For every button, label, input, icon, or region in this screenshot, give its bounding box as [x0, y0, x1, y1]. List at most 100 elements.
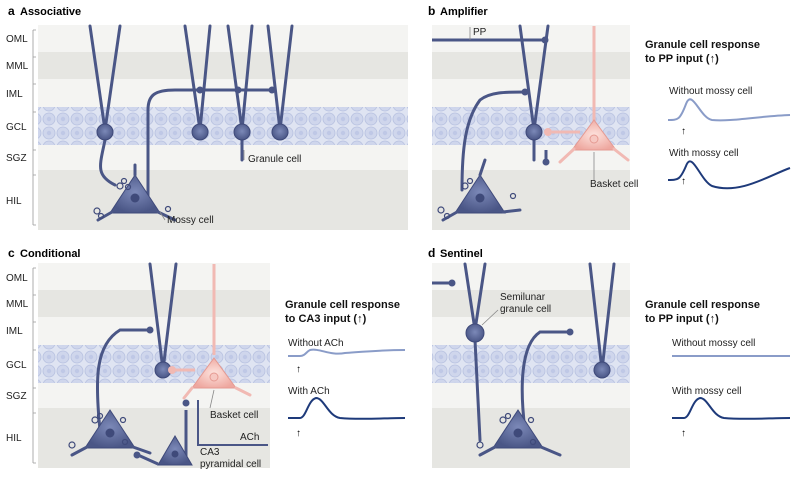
- layer-label-mml: MML: [6, 61, 29, 72]
- leader-line: [159, 211, 166, 221]
- synapse-dot: [448, 279, 456, 287]
- arrow-up-icon: ↑: [681, 126, 686, 137]
- band-oml: [38, 25, 408, 52]
- mossy-axon-c: [95, 328, 152, 432]
- layer-bracket: [32, 29, 36, 226]
- synapse-dot: [566, 328, 574, 336]
- layer-label-oml: OML: [6, 273, 28, 284]
- label-basket-cell-b: Basket cell: [590, 179, 638, 190]
- granule-soma-d: [593, 361, 611, 379]
- granule-cell-d: [588, 262, 616, 372]
- panel-d-title: Sentinel: [440, 248, 483, 260]
- resp-d-with: With mossy cell: [672, 386, 741, 397]
- arrow-up-icon: ↑: [296, 364, 301, 375]
- resp-c-with: With ACh: [288, 386, 330, 397]
- band-sgz: [38, 145, 408, 170]
- mossy-cell-c: [68, 409, 152, 457]
- layer-label-iml: IML: [6, 326, 23, 337]
- layer-label-hil: HIL: [6, 196, 22, 207]
- arrow-up-icon: ↑: [681, 176, 686, 187]
- band-mml: [38, 52, 408, 79]
- resp-b-title-1: Granule cell response: [645, 39, 760, 51]
- panel-d: d Sentinel Semilunar granule cell: [428, 246, 791, 468]
- panel-b-letter: b: [428, 4, 435, 18]
- layer-label-sgz: SGZ: [6, 153, 27, 164]
- band-oml: [432, 263, 630, 290]
- granule-soma-a1: [96, 123, 114, 141]
- mossy-axon-a: [146, 88, 274, 202]
- granule-soma-a2: [191, 123, 209, 141]
- ca3-pyramidal-cell: [133, 435, 193, 466]
- synapse-dot: [182, 399, 190, 407]
- resp-c-title-2: to CA3 input (↑): [285, 313, 367, 325]
- granule-cell-a3: [226, 24, 254, 162]
- label-semilunar-1: Semilunar: [500, 292, 546, 303]
- label-semilunar-2: granule cell: [500, 304, 551, 315]
- resp-d-title-2: to PP input (↑): [645, 313, 719, 325]
- basket-cell-b: [544, 26, 630, 164]
- synapse-dot: [146, 326, 154, 334]
- mossy-cell-b: [437, 158, 522, 222]
- label-ca3-1: CA3: [200, 447, 220, 458]
- resp-d-without: Without mossy cell: [672, 338, 755, 349]
- resp-b-without: Without mossy cell: [669, 86, 752, 97]
- label-mossy-cell: Mossy cell: [167, 215, 214, 226]
- trace-without-b: [667, 98, 791, 122]
- granule-soma-a3: [233, 123, 251, 141]
- band-gcl: [38, 345, 270, 383]
- resp-b-title-2: to PP input (↑): [645, 53, 719, 65]
- layer-bracket: [32, 267, 36, 464]
- resp-c-without: Without ACh: [288, 338, 344, 349]
- granule-cell-b: [518, 24, 550, 162]
- band-gcl: [38, 107, 408, 145]
- granule-cell-a1: [88, 24, 122, 187]
- panel-a: a Associative OML MML IML GCL SGZ HIL: [6, 4, 408, 230]
- mossy-axon-b: [460, 90, 527, 192]
- leader-line: [481, 309, 499, 326]
- arrow-up-icon: ↑: [296, 428, 301, 439]
- granule-cell-a2: [183, 24, 212, 132]
- band-mml: [432, 52, 630, 79]
- leader-line: [209, 389, 215, 409]
- mossy-cell-a: [93, 163, 177, 222]
- band-sgz: [432, 383, 630, 408]
- layer-label-oml: OML: [6, 34, 28, 45]
- mossy-axon-d: [520, 330, 572, 432]
- synapse-dot: [542, 158, 550, 166]
- semilunar-soma: [465, 323, 485, 343]
- layer-label-iml: IML: [6, 89, 23, 100]
- resp-b-with: With mossy cell: [669, 148, 738, 159]
- panel-c-title: Conditional: [20, 248, 81, 260]
- trace-with-b: [667, 160, 791, 190]
- band-iml: [38, 317, 270, 345]
- panel-b-title: Amplifier: [440, 6, 488, 18]
- panel-d-letter: d: [428, 246, 435, 260]
- label-granule-cell: Granule cell: [248, 154, 301, 165]
- layer-label-sgz: SGZ: [6, 391, 27, 402]
- panel-a-title: Associative: [20, 6, 81, 18]
- panel-c-letter: c: [8, 246, 15, 260]
- granule-soma-b: [525, 123, 543, 141]
- basket-cell-c: [168, 264, 252, 400]
- label-pp: PP: [473, 27, 487, 38]
- panel-c: c Conditional OML MML IML GCL SGZ HIL: [6, 246, 406, 470]
- trace-with-d: [672, 396, 791, 420]
- trace-without-c: [288, 348, 406, 357]
- panel-a-letter: a: [8, 4, 15, 18]
- band-hil: [38, 170, 408, 230]
- panel-b: b Amplifier PP: [428, 4, 791, 230]
- synapse-dot: [196, 86, 204, 94]
- arrow-up-icon: ↑: [681, 428, 686, 439]
- band-hil: [38, 408, 270, 468]
- synapse-dot: [521, 88, 529, 96]
- resp-c-title-1: Granule cell response: [285, 299, 400, 311]
- mossy-cell-d: [476, 409, 562, 457]
- granule-cell-a4: [266, 24, 294, 132]
- layer-label-mml: MML: [6, 299, 29, 310]
- semilunar-granule-cell: [463, 262, 487, 442]
- label-ca3-2: pyramidal cell: [200, 459, 261, 470]
- layer-label-gcl: GCL: [6, 360, 27, 371]
- label-ach: ACh: [240, 432, 259, 443]
- band-iml: [38, 79, 408, 107]
